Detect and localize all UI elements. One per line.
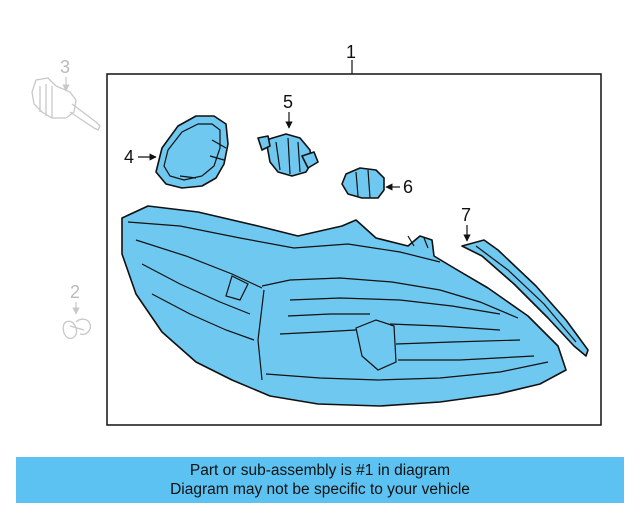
part-2-bulb-ghost: 2: [62, 282, 92, 340]
callout-1: 1: [346, 42, 356, 62]
banner-line-1: Part or sub-assembly is #1 in diagram: [189, 462, 451, 479]
part-3-socket-ghost: 3: [31, 57, 101, 131]
banner-line-2: Diagram may not be specific to your vehi…: [170, 481, 470, 498]
part-6-bulb: 6: [341, 167, 413, 199]
part-5-socket: 5: [257, 92, 319, 177]
part-7-molding: 7: [461, 205, 589, 357]
callout-3: 3: [60, 57, 70, 77]
callout-7: 7: [461, 205, 471, 225]
callout-6: 6: [403, 177, 413, 197]
callout-5: 5: [283, 92, 293, 112]
callout-4: 4: [124, 147, 134, 167]
info-banner: Part or sub-assembly is #1 in diagram Di…: [16, 457, 624, 503]
part-1-tail-lamp: [121, 205, 567, 407]
assembly-frame: [106, 73, 602, 426]
callout-2: 2: [70, 282, 80, 302]
part-4-gasket: 4: [124, 115, 229, 189]
